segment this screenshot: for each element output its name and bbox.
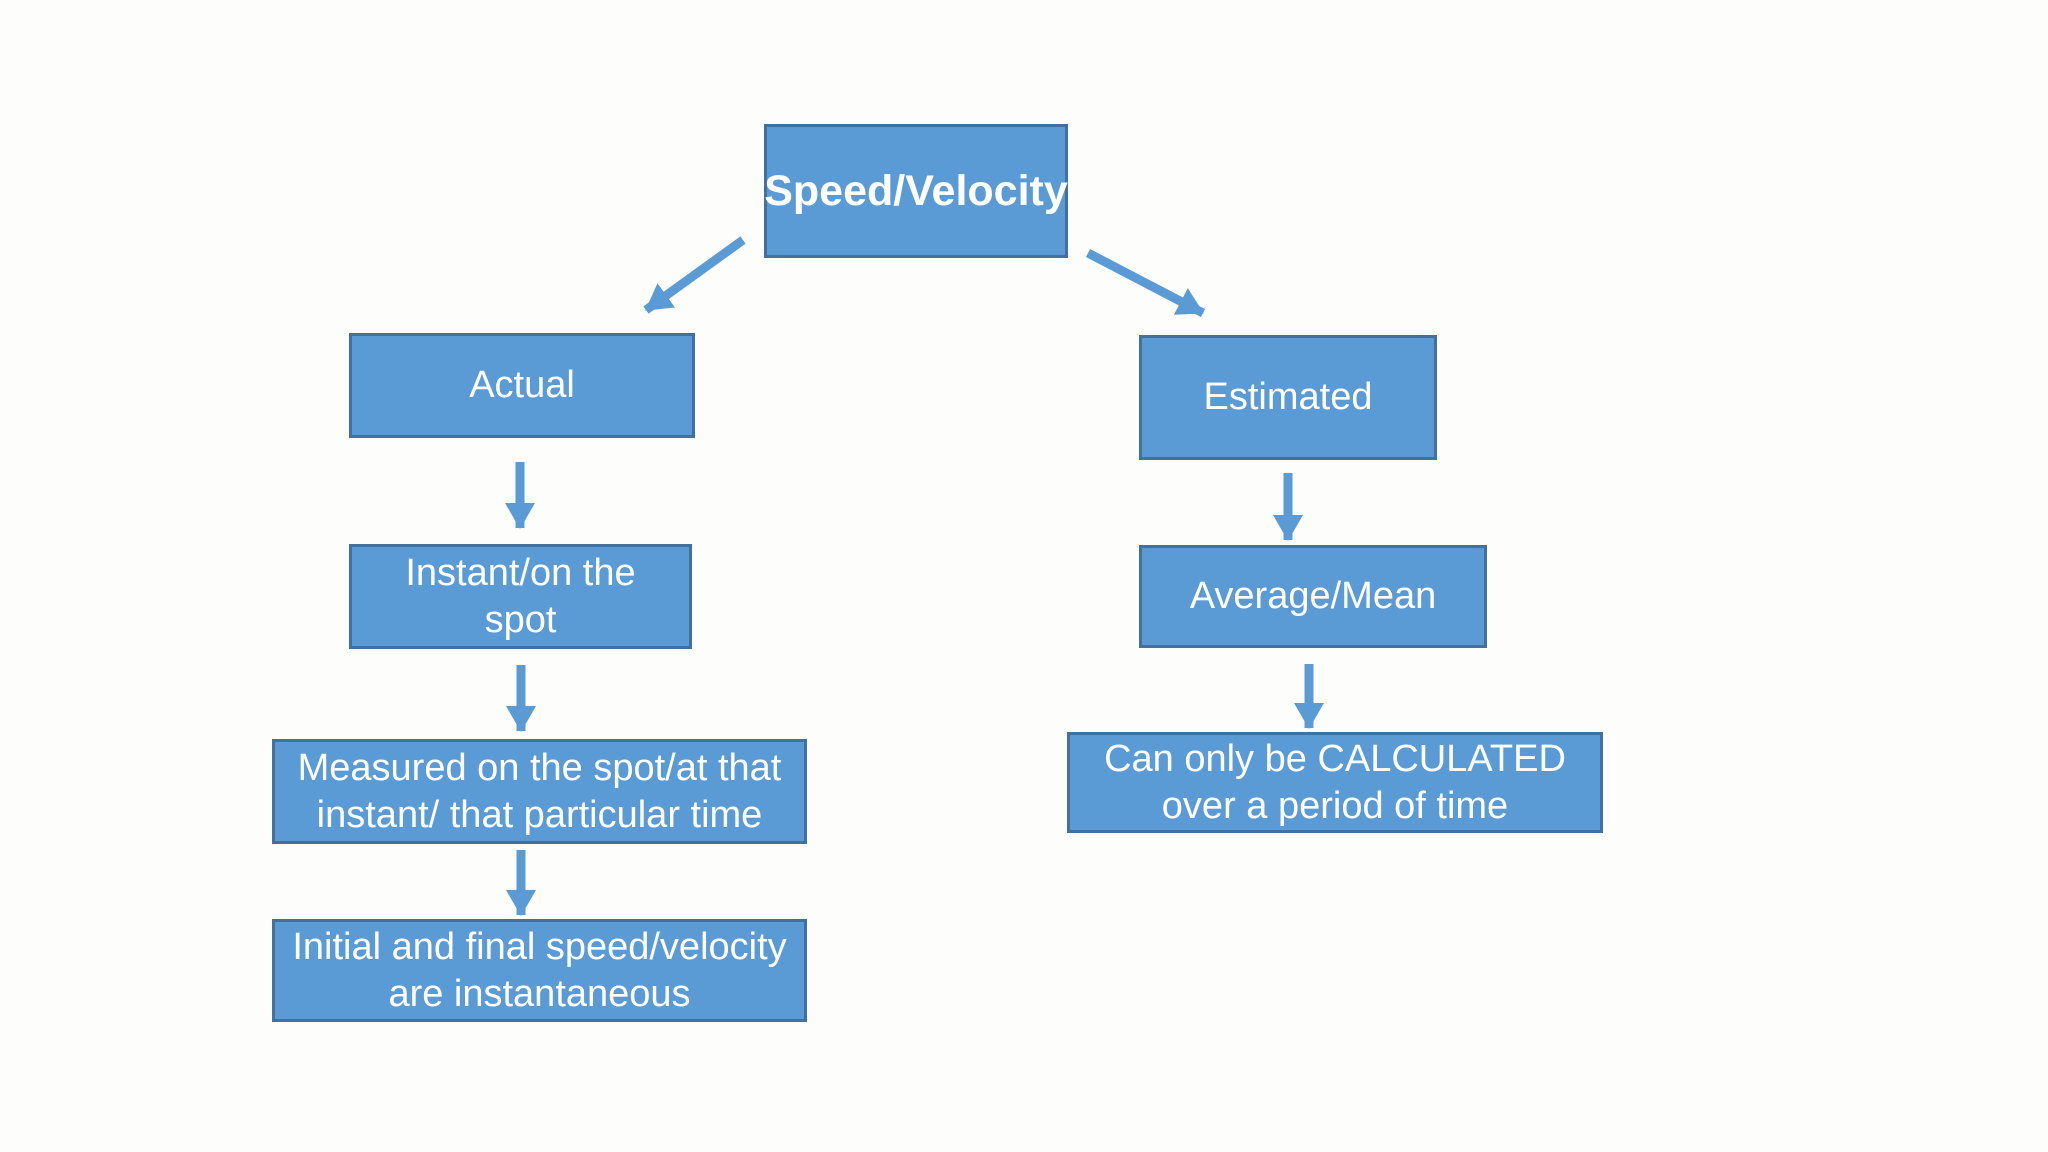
node-average-mean: Average/Mean	[1139, 545, 1487, 648]
node-calculated-over-period: Can only be CALCULATED over a period of …	[1067, 732, 1603, 833]
node-actual: Actual	[349, 333, 695, 438]
node-estimated: Estimated	[1139, 335, 1437, 460]
node-measured-on-the-spot: Measured on the spot/at that instant/ th…	[272, 739, 807, 844]
node-instant-on-the-spot: Instant/on the spot	[349, 544, 692, 649]
arrow-root-to-actual	[643, 236, 746, 314]
arrow-root-to-estimated	[1085, 249, 1206, 317]
node-initial-and-final: Initial and final speed/velocity are ins…	[272, 919, 807, 1022]
node-speed-velocity: Speed/Velocity	[764, 124, 1068, 258]
